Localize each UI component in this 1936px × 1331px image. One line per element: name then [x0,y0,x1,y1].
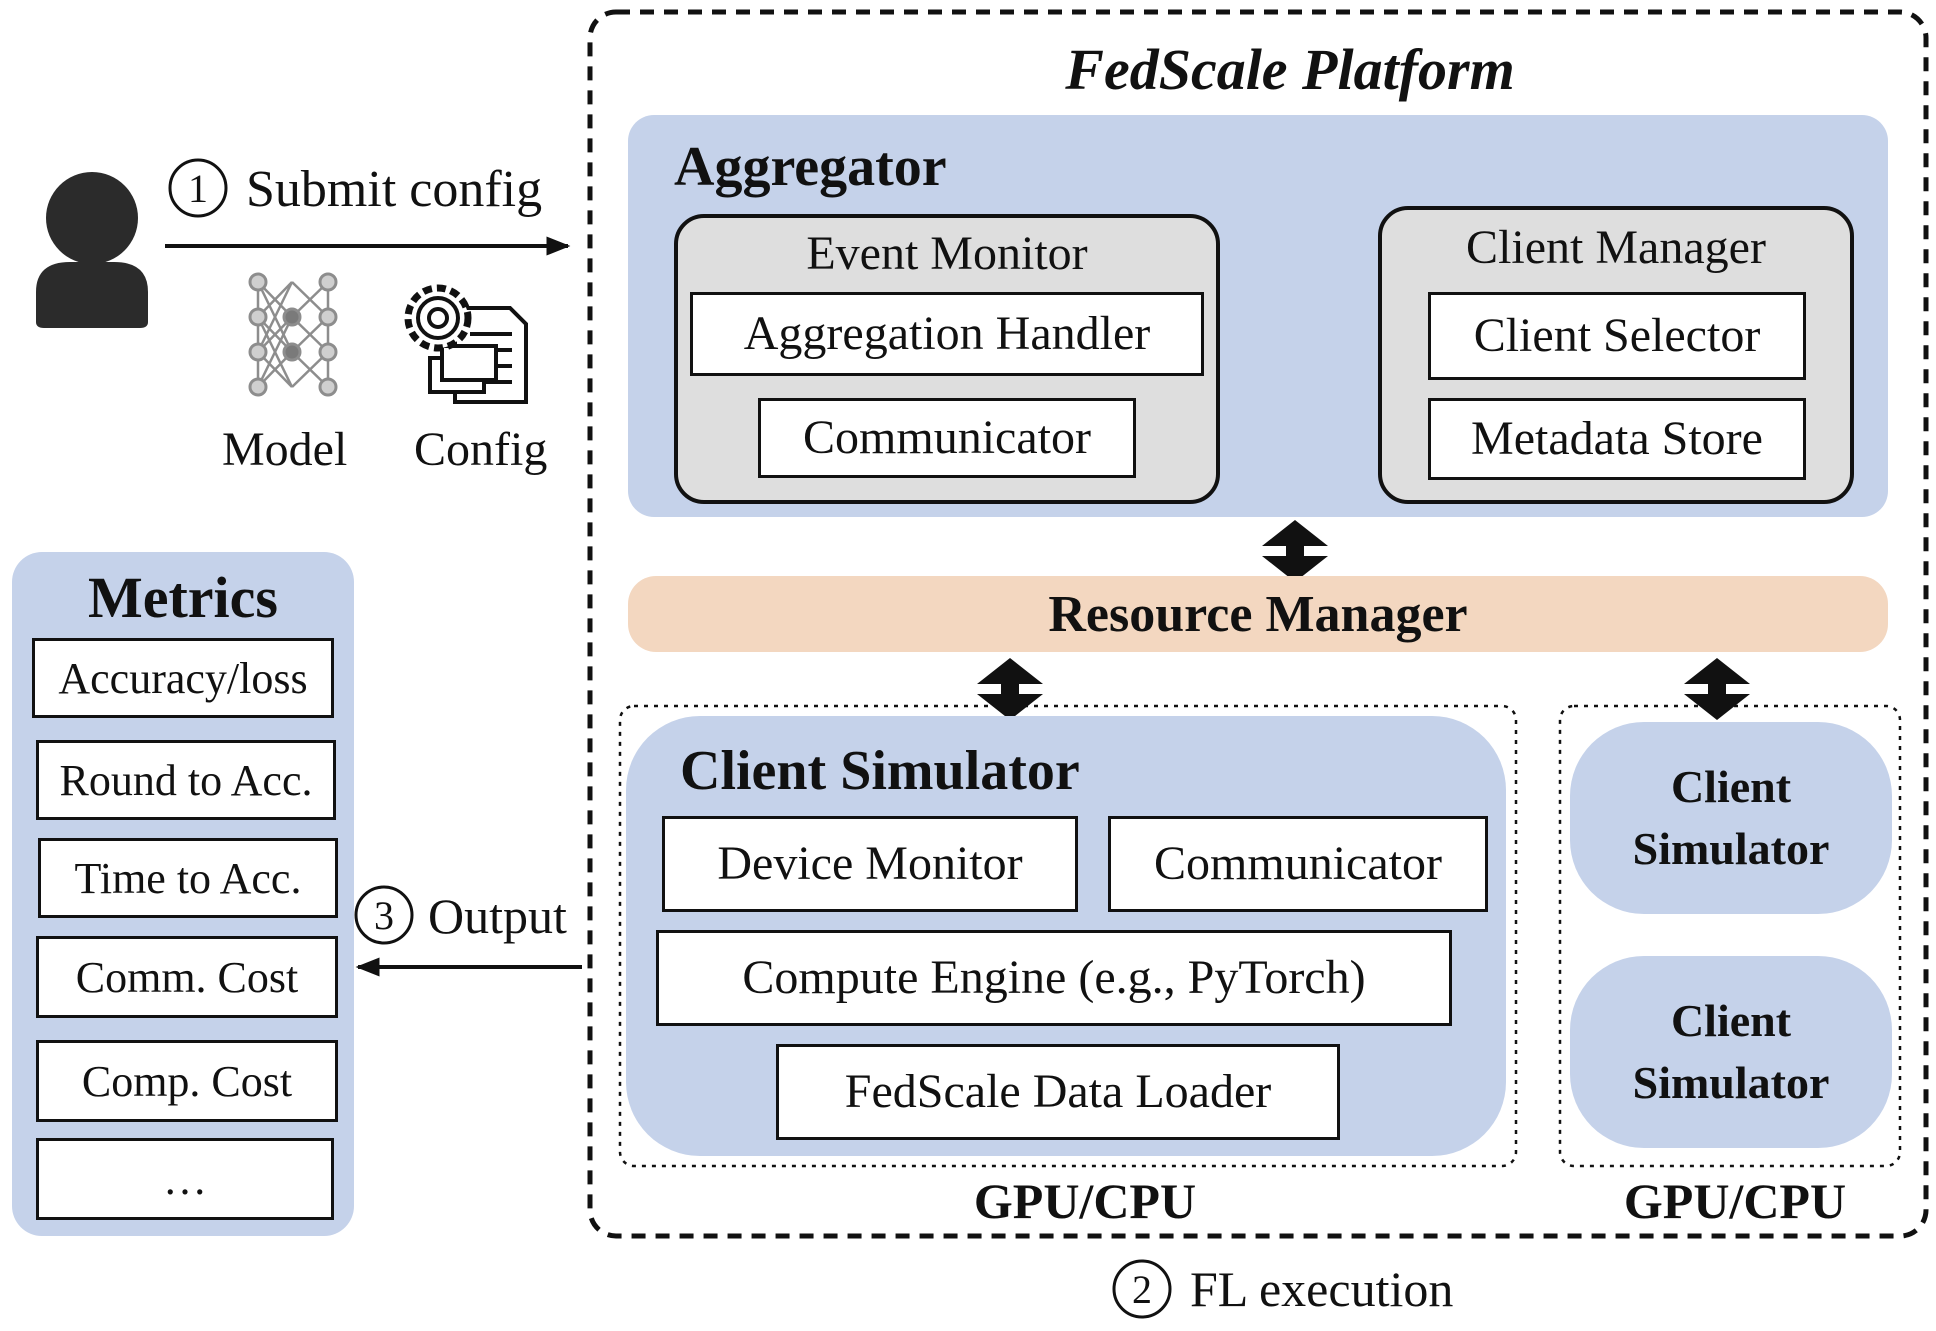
client-manager-title: Client Manager [1466,221,1766,274]
config-label: Config [414,423,548,476]
step-2-number: 2 [1132,1266,1152,1312]
small-client-simulator-1: Client Simulator [1570,722,1892,914]
user-icon [36,172,148,328]
small-simulators-container-border [1558,704,1902,1168]
data-loader-box: FedScale Data Loader [776,1044,1340,1140]
client-selector-box: Client Selector [1428,292,1806,380]
client-simulator-title: Client Simulator [680,740,1080,802]
metric-accuracy-loss: Accuracy/loss [32,638,334,718]
small-client-simulator-2-line1: Client [1670,994,1792,1046]
step-2-circle [1112,1259,1172,1319]
submit-config-label: Submit config [246,161,543,218]
step-1-circle [168,158,228,218]
metrics-title: Metrics [88,564,278,630]
simulator-communicator-box: Communicator [1108,816,1488,912]
device-monitor-box: Device Monitor [662,816,1078,912]
small-client-simulator-2-line2: Simulator [1632,1057,1830,1108]
metric-comp-cost: Comp. Cost [36,1040,338,1122]
platform-border [587,9,1929,1239]
gpu-cpu-label-1: GPU/CPU [973,1173,1197,1229]
metric-round-to-acc: Round to Acc. [36,740,336,820]
resource-manager-bar: Resource Manager [628,576,1888,652]
aggregator-title: Aggregator [674,136,947,198]
small-client-simulator-1-line1: Client [1670,760,1792,812]
event-monitor-title: Event Monitor [806,227,1088,280]
metric-time-to-acc: Time to Acc. [38,838,338,918]
step-3-circle [354,885,414,945]
aggregation-handler-box: Aggregation Handler [690,292,1204,376]
event-monitor-communicator-box: Communicator [758,398,1136,478]
simulator-container-border [618,704,1518,1168]
gpu-cpu-label-2: GPU/CPU [1623,1173,1847,1229]
double-arrow-icon [977,520,1750,720]
small-client-simulator-2: Client Simulator [1570,956,1892,1148]
neural-network-icon [248,272,338,397]
fl-execution-label: FL execution [1190,1261,1454,1317]
config-document-icon [404,284,528,404]
compute-engine-box: Compute Engine (e.g., PyTorch) [656,930,1452,1026]
metadata-store-box: Metadata Store [1428,398,1806,480]
step-1-number: 1 [188,165,208,211]
small-client-simulator-1-line2: Simulator [1632,823,1830,874]
metric-more: … [36,1138,334,1220]
step-3-number: 3 [374,892,394,938]
metric-comm-cost: Comm. Cost [36,936,338,1018]
model-label: Model [222,423,348,476]
platform-title: FedScale Platform [1065,36,1515,102]
output-label: Output [428,888,567,944]
